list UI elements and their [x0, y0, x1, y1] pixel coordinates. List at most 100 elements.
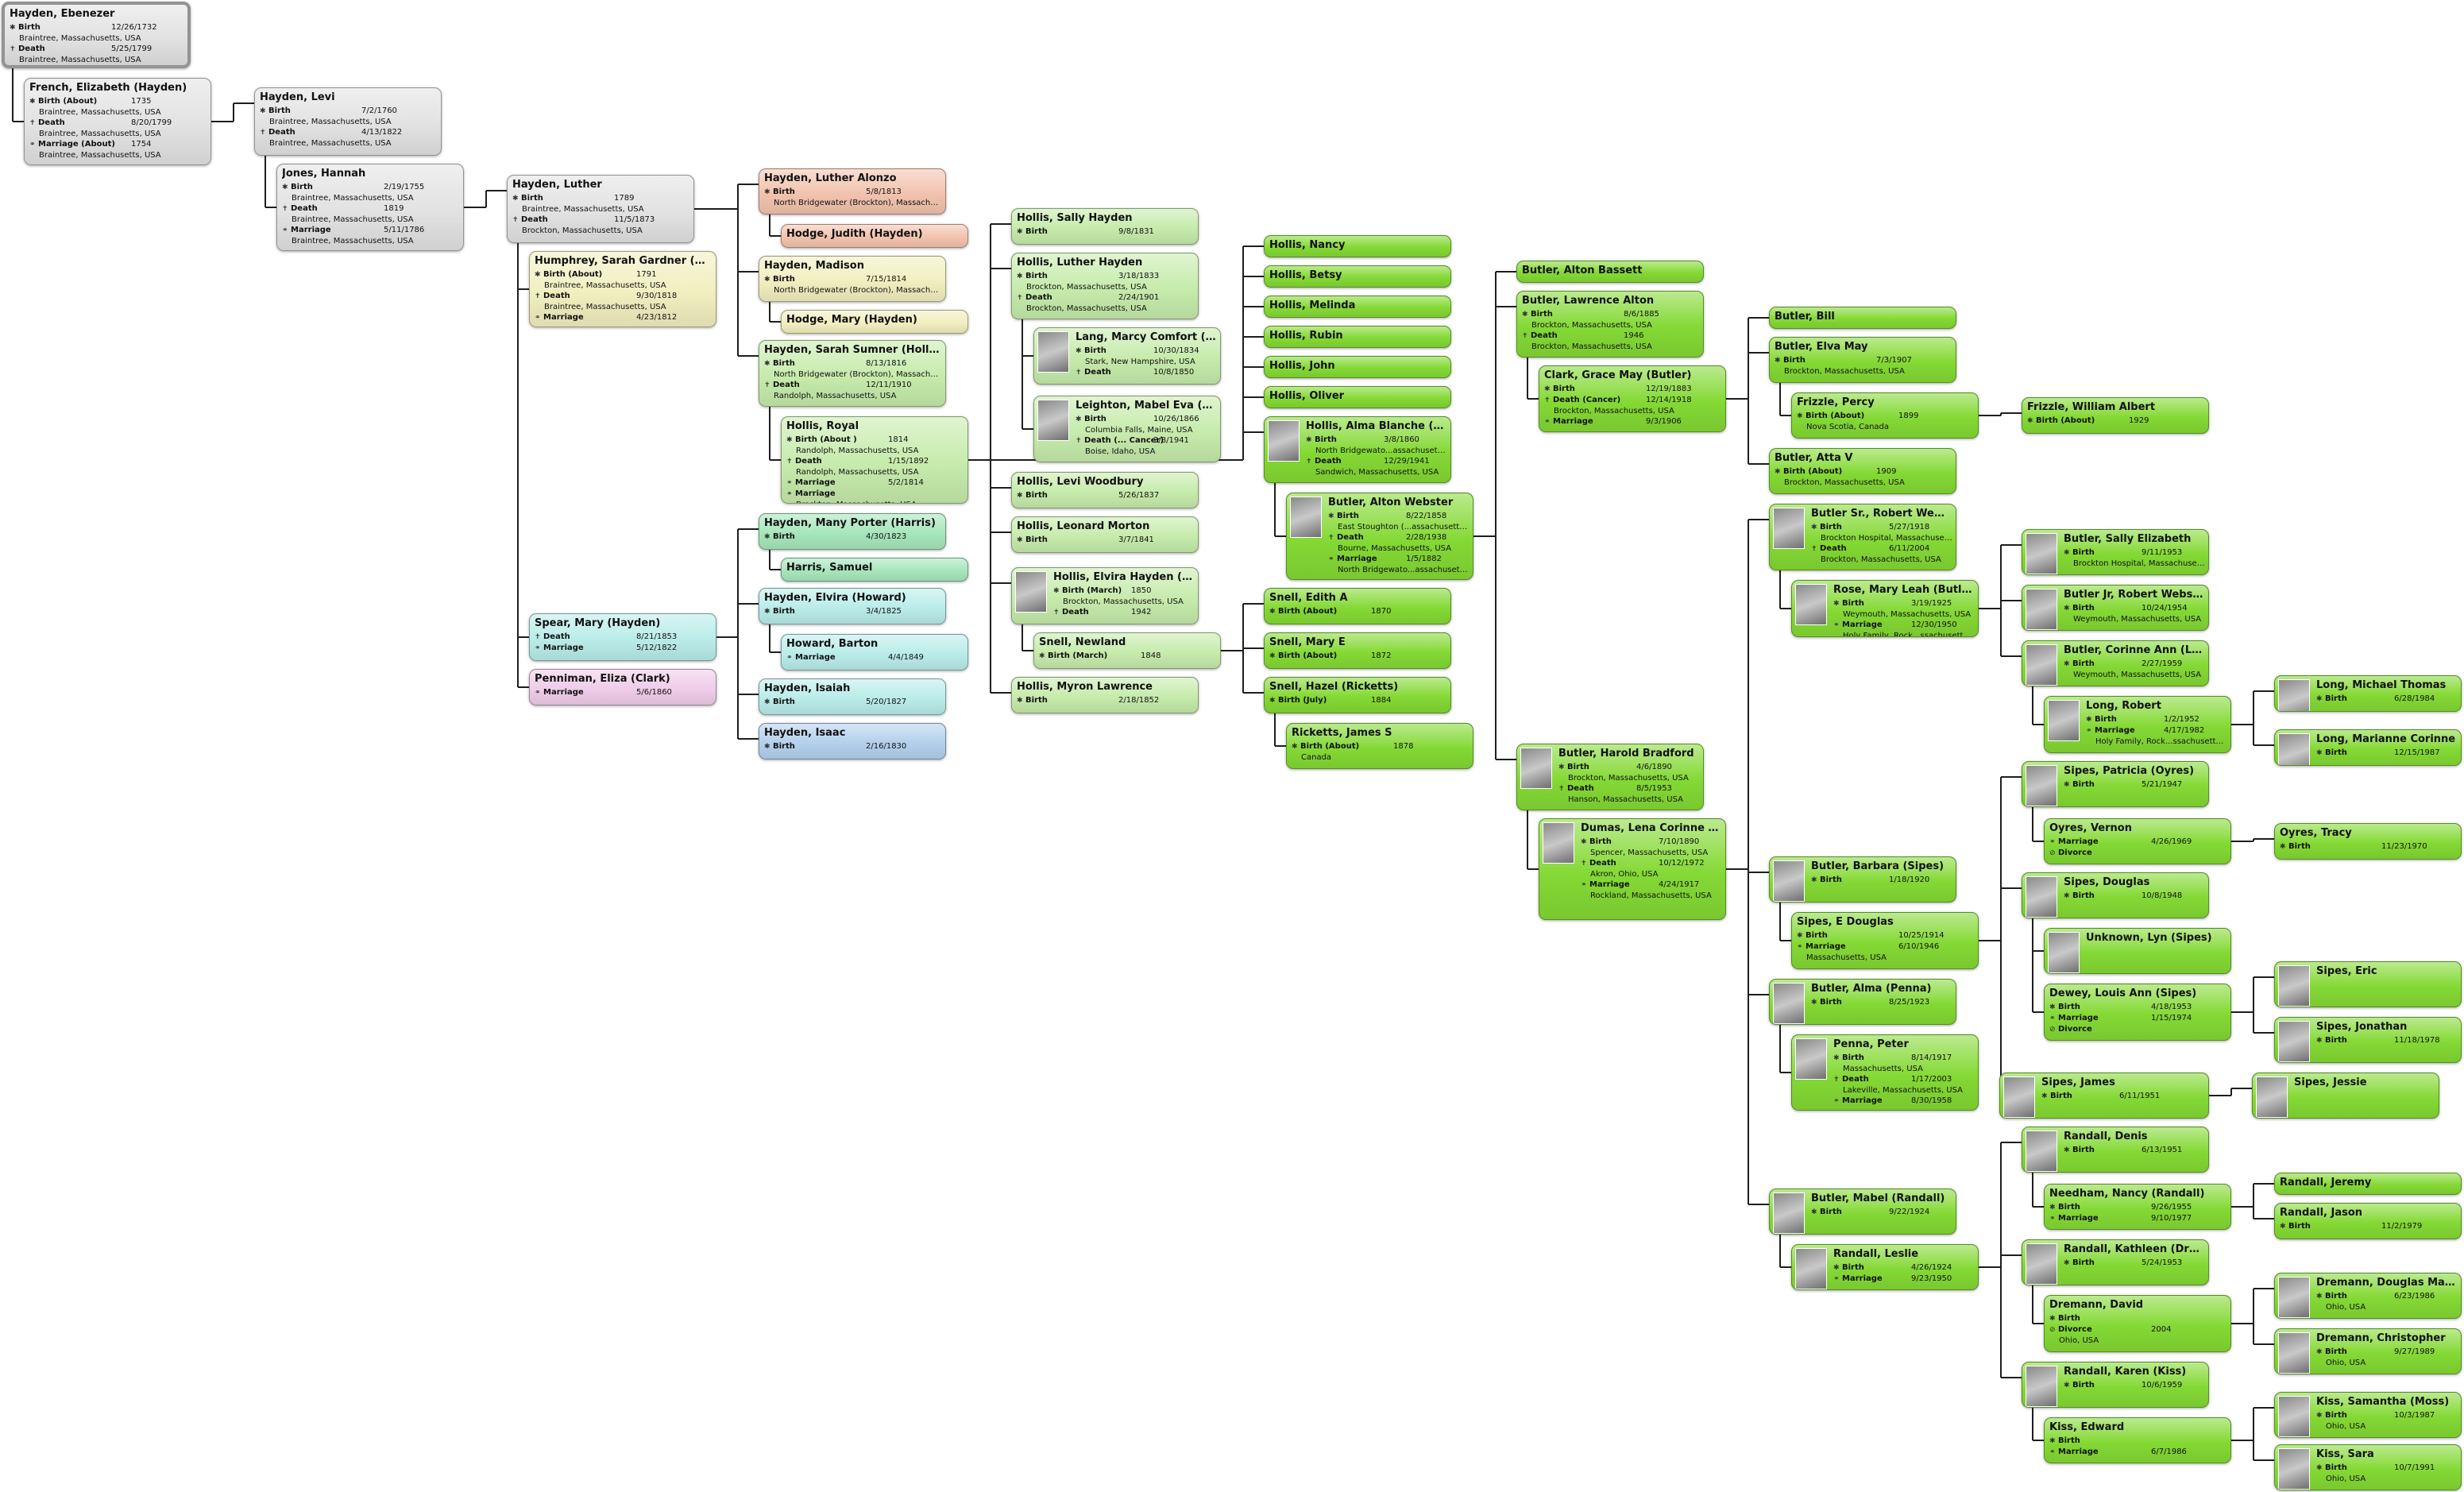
person-card[interactable]: Butler, Alton Bassett [1516, 261, 1704, 283]
person-card[interactable]: Hollis, Nancy [1264, 235, 1451, 257]
person-card[interactable]: Randall, Kathleen (Dremann)✱Birth5/24/19… [2022, 1239, 2209, 1285]
person-card[interactable]: Hollis, Oliver [1264, 386, 1451, 408]
person-card[interactable]: Hollis, John [1264, 356, 1451, 378]
person-card[interactable]: Hollis, Melinda [1264, 296, 1451, 318]
event-label: Birth (About) [543, 270, 603, 279]
person-card[interactable]: Humphrey, Sarah Gardner (Hayden)✱Birth (… [529, 251, 716, 327]
person-card[interactable]: Hollis, Rubin [1264, 326, 1451, 348]
person-card[interactable]: Unknown, Lyn (Sipes) [2044, 928, 2231, 974]
person-card[interactable]: Randall, Jeremy [2274, 1173, 2462, 1195]
person-card[interactable]: Hodge, Judith (Hayden) [781, 224, 968, 248]
birth-icon: ✱ [10, 24, 16, 32]
person-card[interactable]: Harris, Samuel [781, 558, 968, 582]
event-label: Birth [291, 183, 313, 191]
person-card[interactable]: French, Elizabeth (Hayden)✱Birth (About)… [24, 78, 211, 165]
person-card[interactable]: Snell, Mary E✱Birth (About)1872 [1264, 632, 1451, 669]
person-name: Hollis, Melinda [1269, 300, 1356, 311]
person-card[interactable]: Lang, Marcy Comfort (Hollis)✱Birth10/30/… [1033, 327, 1221, 385]
person-card[interactable]: Hollis, Alma Blanche (Butler)✱Birth3/8/1… [1264, 416, 1451, 483]
person-card[interactable]: Sipes, Jessie [2252, 1073, 2439, 1119]
person-card[interactable]: Hodge, Mary (Hayden) [781, 310, 968, 334]
event-place: Brockton, Massachusetts, USA [1568, 774, 1689, 783]
event-label: Birth [2072, 891, 2095, 900]
person-card[interactable]: Sipes, Eric [2274, 961, 2462, 1007]
person-card[interactable]: Hollis, Elvira Hayden (Snell)✱Birth (Mar… [1011, 567, 1199, 624]
person-card[interactable]: Butler, Bill [1769, 307, 1956, 329]
person-card[interactable]: Snell, Newland✱Birth (March)1848 [1033, 632, 1221, 669]
person-card[interactable]: Snell, Hazel (Ricketts)✱Birth (July)1884 [1264, 677, 1451, 713]
person-card[interactable]: Dumas, Lena Corinne (Butler)✱Birth7/10/1… [1539, 818, 1726, 920]
person-card[interactable]: Hollis, Betsy [1264, 265, 1451, 288]
event-label: Birth [1820, 875, 1842, 884]
birth-icon: ✱ [1306, 436, 1312, 444]
birth-icon: ✱ [1811, 876, 1817, 884]
death-icon: ✝ [1581, 860, 1587, 868]
person-card[interactable]: Snell, Edith A✱Birth (About)1870 [1264, 588, 1451, 624]
marriage-icon: ⚭ [1833, 621, 1840, 629]
person-card[interactable]: Frizzle, William Albert✱Birth (About)192… [2022, 397, 2209, 434]
person-card[interactable]: Leighton, Mabel Eva (Hollis)✱Birth10/26/… [1033, 396, 1221, 462]
